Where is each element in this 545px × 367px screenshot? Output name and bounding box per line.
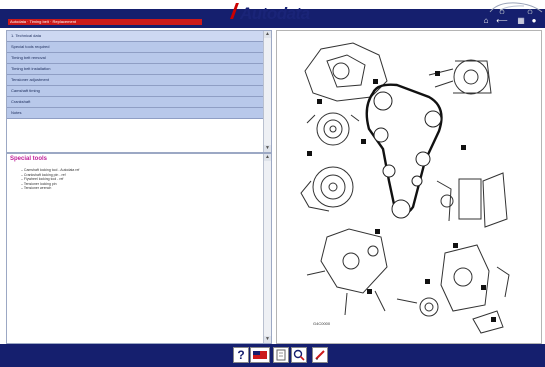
section-item[interactable]: Crankshaft (7, 97, 263, 108)
zoom-icon[interactable] (291, 347, 307, 363)
scroll-up-icon[interactable]: ▲ (264, 31, 271, 38)
section-item[interactable]: Timing belt installation (7, 64, 263, 75)
info-item: Crankshaft locking pin - ref (21, 173, 271, 178)
info-item: Tensioner locking pin (21, 182, 271, 187)
section-item[interactable]: Tensioner adjustment (7, 75, 263, 86)
info-scrollbar[interactable]: ▲ ▼ (263, 154, 271, 343)
section-item[interactable]: Camshaft timing (7, 86, 263, 97)
timing-belt-diagram[interactable]: G4C0000 (276, 30, 542, 344)
info-list: Camshaft locking tool - Autodata ref Cra… (21, 168, 271, 191)
scroll-down-icon[interactable]: ▼ (264, 336, 271, 343)
figure-label: G4C0000 (313, 321, 331, 326)
section-item[interactable]: Timing belt removal (7, 53, 263, 64)
flag-icon[interactable] (250, 347, 270, 363)
info-item: Flywheel locking tool - ref (21, 177, 271, 182)
bottom-toolbar: ? (0, 344, 545, 367)
diagram-drawing (300, 42, 510, 334)
breadcrumb[interactable]: Autodata · Timing belt · Replacement (8, 19, 202, 25)
notepad-icon[interactable] (273, 347, 289, 363)
home-icon[interactable]: ⌂ (483, 16, 489, 25)
section-list-pane: 1. Technical data Special tools required… (6, 30, 272, 153)
vehicle-sketch-icon (489, 2, 543, 14)
section-item[interactable]: 1. Technical data (7, 31, 263, 42)
section-list-scrollbar[interactable]: ▲ ▼ (263, 31, 271, 152)
edit-icon[interactable] (312, 347, 328, 363)
section-item[interactable]: Special tools required (7, 42, 263, 53)
app-logo: Autodata (240, 4, 310, 23)
help-button[interactable]: ? (233, 347, 249, 363)
app-header: Autodata Autodata · Timing belt · Replac… (0, 0, 545, 28)
back-icon[interactable]: ⟵ (496, 16, 508, 25)
print-icon[interactable]: ▦ (517, 16, 525, 25)
info-title: Special tools (10, 156, 48, 162)
scroll-up-icon[interactable]: ▲ (264, 154, 271, 161)
section-item[interactable]: Notes (7, 108, 263, 119)
scroll-down-icon[interactable]: ▼ (264, 145, 271, 152)
info-item: Camshaft locking tool - Autodata ref (21, 168, 271, 173)
info-item: Tensioner wrench (21, 186, 271, 191)
user-icon[interactable]: ● (531, 16, 537, 25)
info-pane: Special tools Camshaft locking tool - Au… (6, 153, 272, 344)
